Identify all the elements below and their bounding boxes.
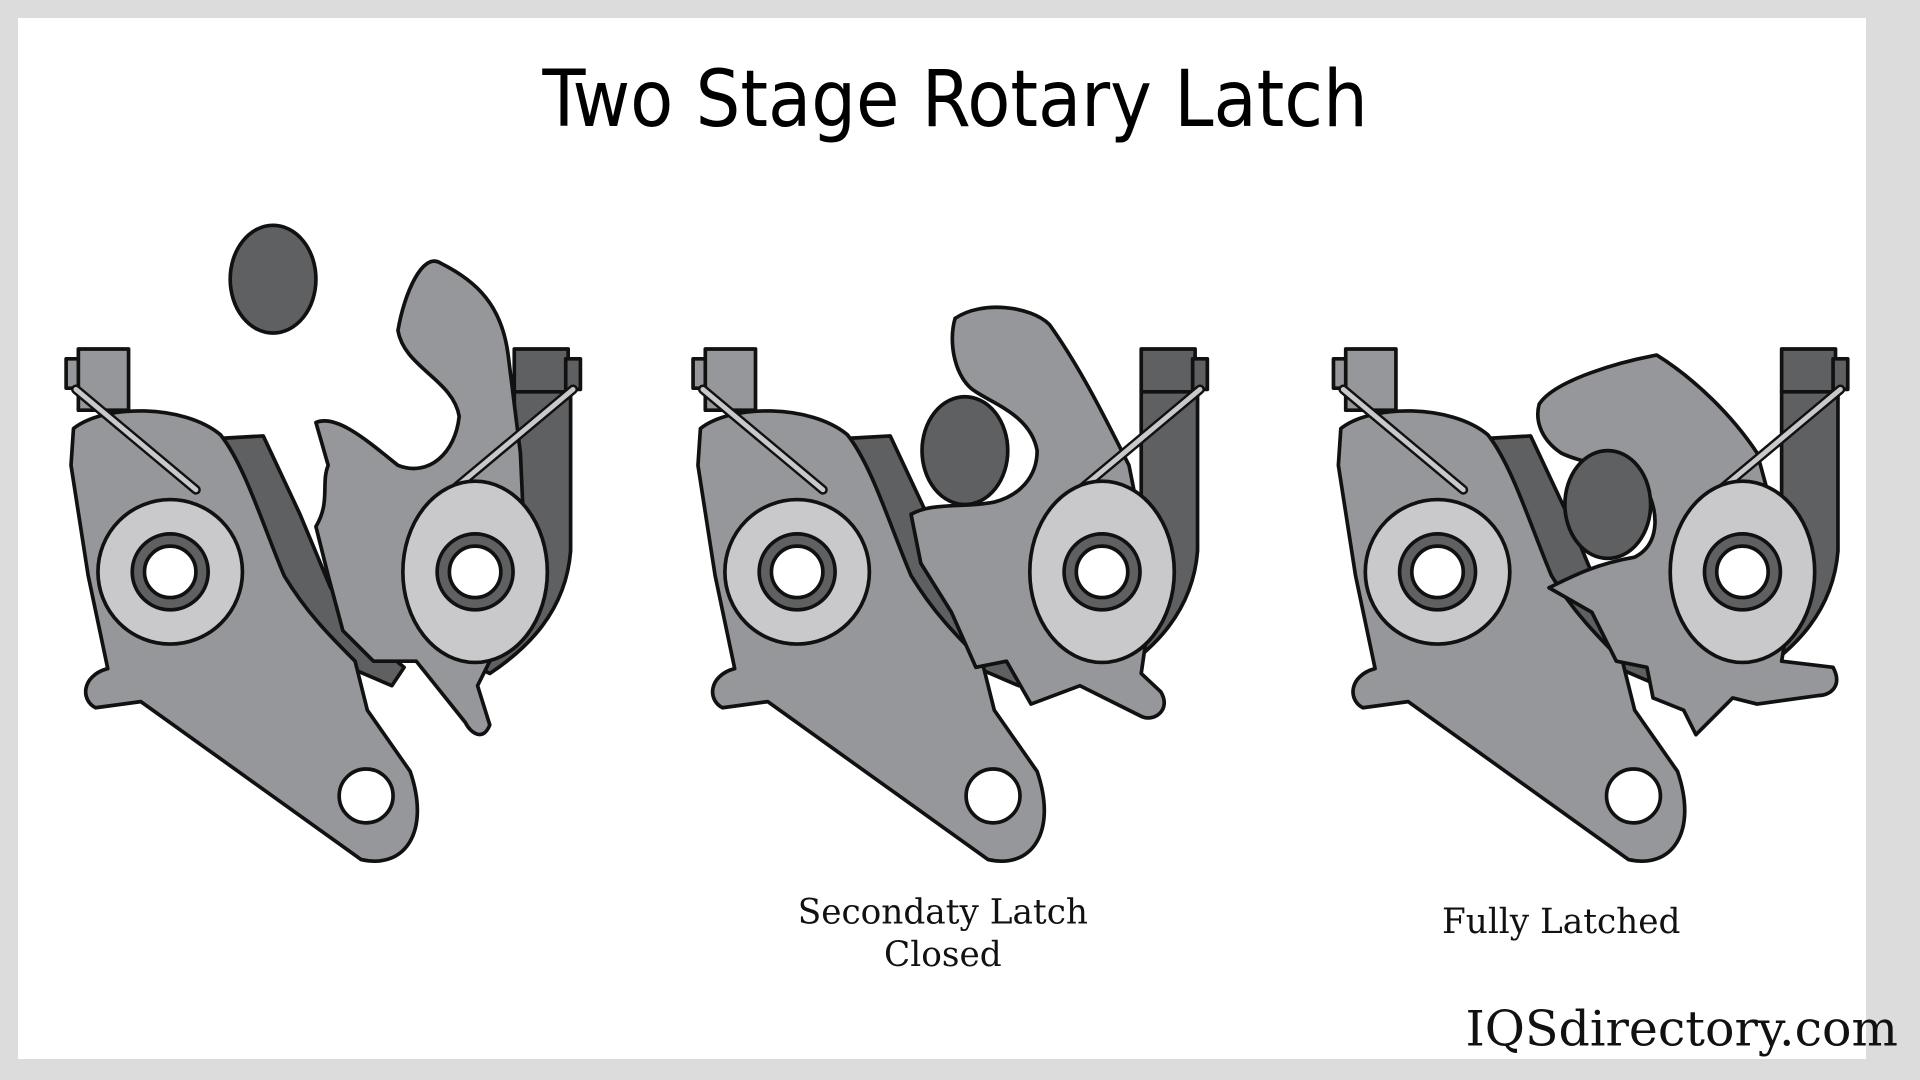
- caption-line: Secondaty Latch: [798, 892, 1088, 932]
- latch-fully-latched: Fully Latched: [1333, 349, 1847, 942]
- caption-line: Fully Latched: [1442, 902, 1680, 942]
- striker-pin: [228, 223, 318, 335]
- brand-watermark: IQSdirectory.com: [1465, 1001, 1898, 1058]
- diagram-title: Two Stage Rotary Latch: [541, 54, 1367, 145]
- latch-open: [66, 223, 580, 861]
- striker-pin: [920, 394, 1010, 507]
- caption-line: Closed: [884, 935, 1002, 975]
- striker-pin: [1563, 448, 1653, 561]
- latch-secondary-closed: Secondaty Latch Closed: [693, 305, 1207, 975]
